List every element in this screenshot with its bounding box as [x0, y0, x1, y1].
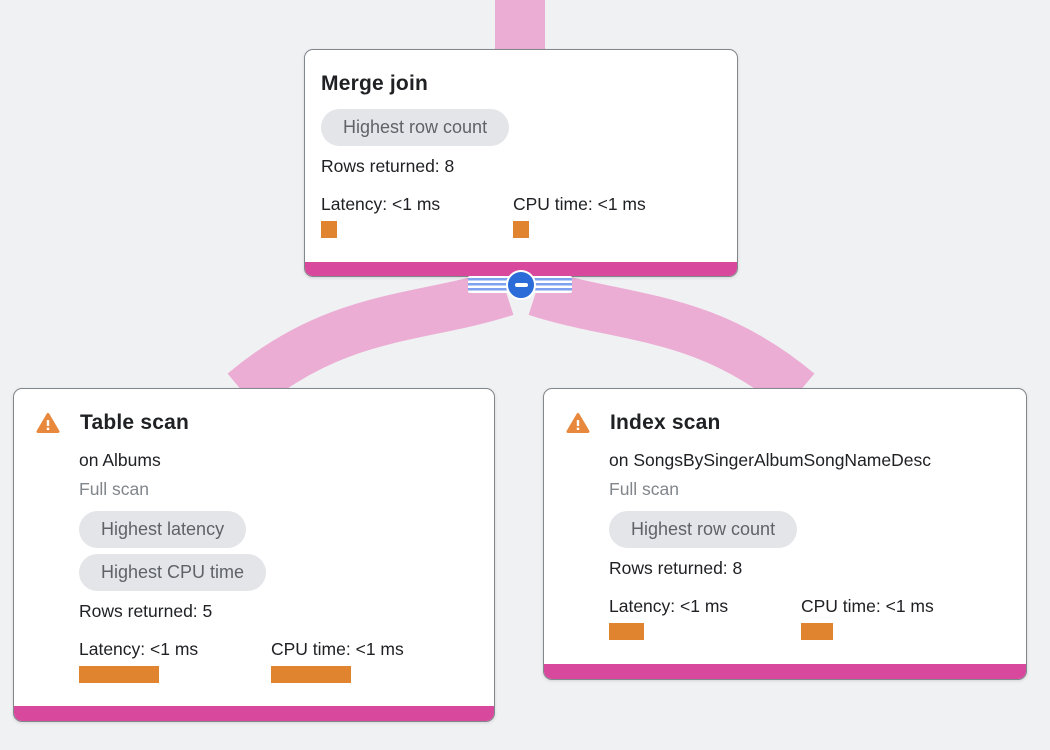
plan-node-index-scan[interactable]: Index scan on SongsBySingerAlbumSongName…: [543, 388, 1027, 680]
node-title: Index scan: [610, 411, 721, 434]
latency-bar: [79, 666, 159, 683]
node-target: on SongsBySingerAlbumSongNameDesc: [609, 450, 931, 470]
node-badge: Highest row count: [609, 511, 798, 548]
cpu-time-bar: [801, 623, 833, 640]
edge-to-parent: [495, 0, 545, 52]
node-title: Table scan: [80, 411, 189, 434]
rows-returned: Rows returned: 8: [321, 156, 455, 176]
node-accent-bar: [14, 706, 494, 721]
node-accent-bar: [305, 262, 737, 276]
edge-to-table-scan: [227, 269, 514, 411]
node-scan-type: Full scan: [79, 479, 150, 499]
node-accent-bar: [544, 664, 1026, 679]
node-scan-type: Full scan: [609, 479, 680, 499]
node-badge: Highest latency: [79, 511, 247, 548]
collapse-icon: [514, 283, 528, 287]
rows-returned: Rows returned: 5: [79, 601, 213, 621]
edge-to-index-scan: [528, 269, 815, 411]
warning-icon: [36, 413, 60, 433]
cpu-time-bar: [271, 666, 351, 683]
latency-label: Latency: <1 ms: [79, 639, 199, 659]
node-title: Merge join: [321, 72, 429, 95]
latency-label: Latency: <1 ms: [321, 194, 441, 214]
warning-icon: [566, 413, 590, 433]
cpu-time-label: CPU time: <1 ms: [801, 596, 934, 616]
node-badge: Highest row count: [321, 109, 510, 146]
node-badge: Highest CPU time: [79, 554, 267, 591]
plan-node-table-scan[interactable]: Table scan on Albums Full scan Highest l…: [13, 388, 495, 722]
collapse-button[interactable]: [506, 270, 536, 300]
plan-node-merge-join[interactable]: Merge join Highest row count Rows return…: [304, 49, 738, 277]
cpu-time-label: CPU time: <1 ms: [513, 194, 646, 214]
cpu-time-bar: [513, 221, 529, 238]
latency-bar: [321, 221, 337, 238]
rows-returned: Rows returned: 8: [609, 558, 743, 578]
node-target: on Albums: [79, 450, 161, 470]
cpu-time-label: CPU time: <1 ms: [271, 639, 404, 659]
latency-bar: [609, 623, 644, 640]
latency-label: Latency: <1 ms: [609, 596, 729, 616]
